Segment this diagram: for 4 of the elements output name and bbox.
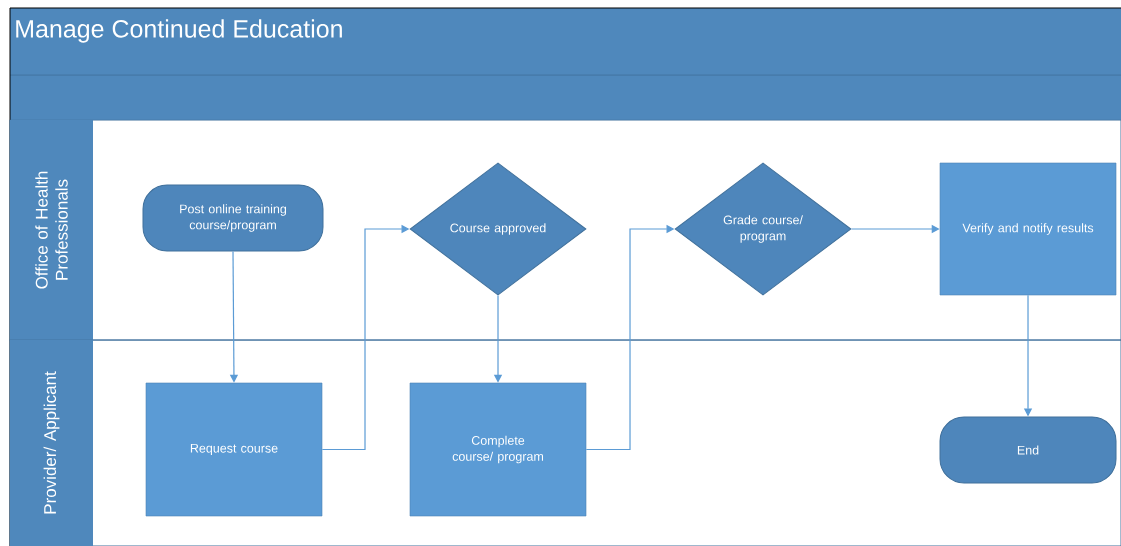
process-box: Request course: [145, 382, 323, 517]
process-box: Complete course/ program: [409, 382, 587, 517]
process-box: Verify and notify results: [939, 162, 1117, 296]
title: Manage Continued Education: [16, 19, 342, 43]
